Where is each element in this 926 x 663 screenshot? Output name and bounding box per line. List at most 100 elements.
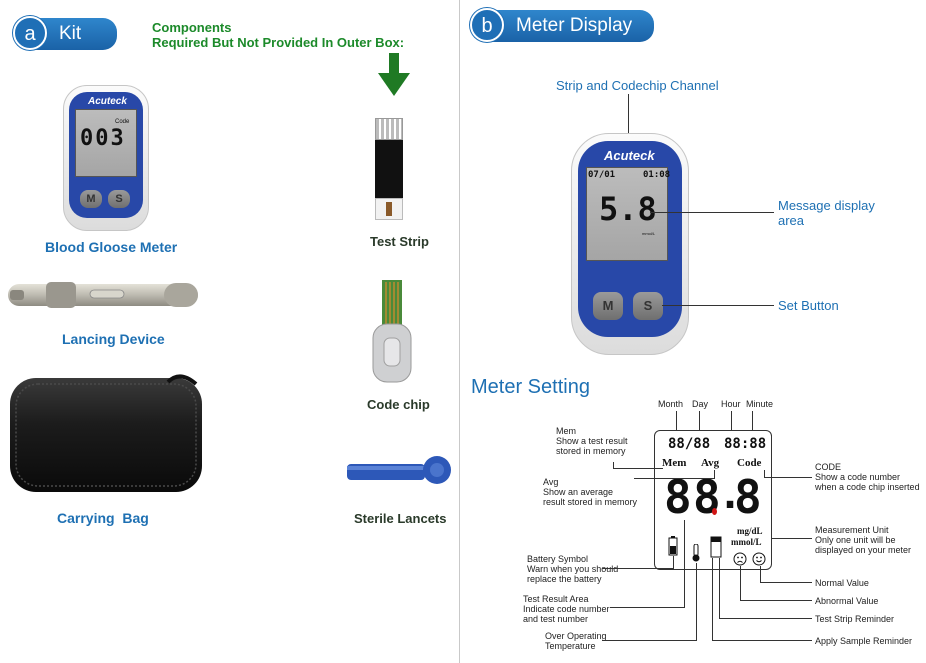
display-brand: Acuteck xyxy=(604,148,655,163)
set-pointer xyxy=(662,305,774,306)
display-s-button: S xyxy=(633,292,663,320)
avg-pointer-h xyxy=(634,478,714,479)
temperature-pointer-v xyxy=(696,563,697,641)
lcd-big-digit-3: 8 xyxy=(734,470,762,524)
lcd-dot: . xyxy=(718,472,743,518)
lancets-caption: Sterile Lancets xyxy=(354,511,447,526)
sample-reminder-pointer-v xyxy=(712,558,713,640)
annotation-temperature-line1: Over Operating xyxy=(545,631,607,641)
annotation-test-result-line1: Indicate code number xyxy=(523,604,610,614)
annotation-code-line2: when a code chip inserted xyxy=(815,482,920,492)
annotation-strip-reminder: Test Strip Reminder xyxy=(815,614,895,624)
unit-pointer xyxy=(772,538,812,539)
annotation-battery: Battery Symbol Warn when you should repl… xyxy=(527,554,618,584)
lcd-unit-mg: mg/dL xyxy=(737,526,763,536)
code-pointer-v xyxy=(764,470,765,478)
message-pointer xyxy=(650,212,774,213)
bag-caption: Carrying Bag xyxy=(57,510,149,526)
label-minute: Minute xyxy=(746,399,774,409)
label-month: Month xyxy=(658,399,684,409)
code-chip-caption: Code chip xyxy=(367,397,430,412)
lcd-date: 88/88 xyxy=(668,436,711,452)
annotation-mem: Mem Show a test result stored in memory xyxy=(556,426,628,456)
minute-pointer xyxy=(752,411,753,437)
kit-header: a Kit xyxy=(13,16,117,52)
label-day: Day xyxy=(692,399,709,409)
annotation-avg-title: Avg xyxy=(543,477,559,487)
kit-badge: a xyxy=(13,16,47,50)
annotation-test-result-title: Test Result Area xyxy=(523,594,589,604)
display-time: 01:08 xyxy=(643,170,671,180)
thermometer-icon xyxy=(692,544,700,562)
display-badge: b xyxy=(470,8,504,42)
annotation-unit: Measurement Unit Only one unit will be d… xyxy=(815,525,911,555)
annotation-code-line1: Show a code number xyxy=(815,472,901,482)
display-reading: 5.8 xyxy=(599,190,657,228)
lcd-code: Code xyxy=(737,457,762,469)
abnormal-pointer-v xyxy=(740,566,741,600)
normal-pointer-h xyxy=(760,582,812,583)
sad-face-icon xyxy=(733,552,747,566)
strip-reminder-pointer-h xyxy=(719,618,812,619)
annotation-unit-line2: displayed on your meter xyxy=(815,545,912,555)
annotation-mem-line2: stored in memory xyxy=(556,446,626,456)
annotation-mem-title: Mem xyxy=(556,426,576,436)
display-unit: mmol/L xyxy=(642,231,656,236)
annotation-mem-line1: Show a test result xyxy=(556,436,628,446)
abnormal-pointer-h xyxy=(740,600,812,601)
kit-meter-caption: Blood Gloose Meter xyxy=(45,239,178,255)
annotation-code-title: CODE xyxy=(815,462,842,472)
hour-pointer xyxy=(731,411,732,437)
annotation-temperature: Over Operating Temperature xyxy=(545,631,607,651)
message-line1: Message display xyxy=(778,198,875,213)
carrying-bag-image xyxy=(10,374,202,492)
avg-pointer-v xyxy=(714,470,715,479)
code-chip-image xyxy=(372,280,412,383)
annotation-test-result-line2: and test number xyxy=(523,614,589,624)
components-line2: Required But Not Provided In Outer Box: xyxy=(152,35,405,50)
happy-face-icon xyxy=(752,552,766,566)
annotation-sample-reminder: Apply Sample Reminder xyxy=(815,636,913,646)
display-m-button: M xyxy=(593,292,623,320)
annotation-battery-line2: replace the battery xyxy=(527,574,602,584)
annotation-abnormal: Abnormal Value xyxy=(815,596,879,606)
message-line2: area xyxy=(778,213,805,228)
kit-meter-digits: 003 xyxy=(80,126,126,151)
components-line1: Components xyxy=(152,20,232,35)
channel-pointer xyxy=(628,94,629,134)
temperature-pointer-h xyxy=(602,640,696,641)
section-divider xyxy=(459,0,460,663)
setting-title: Meter Setting xyxy=(471,376,590,398)
kit-meter-brand: Acuteck xyxy=(88,96,127,107)
test-strip-caption: Test Strip xyxy=(370,234,429,249)
down-arrow-icon xyxy=(378,53,410,96)
mem-pointer-v xyxy=(613,462,614,468)
lancing-caption: Lancing Device xyxy=(62,331,165,347)
battery-pointer-v xyxy=(673,556,674,569)
code-pointer-h xyxy=(764,477,812,478)
lcd-big-digit-2: 8 xyxy=(693,470,721,524)
test-strip-reminder-icon xyxy=(710,536,722,558)
battery-pointer-h xyxy=(602,568,674,569)
annotation-avg: Avg Show an average result stored in mem… xyxy=(543,477,637,507)
message-label: Message display area xyxy=(778,198,875,228)
test-result-pointer-h xyxy=(610,607,684,608)
lancing-device-image xyxy=(8,282,198,308)
sample-reminder-pointer-h xyxy=(712,640,812,641)
annotation-avg-line1: Show an average xyxy=(543,487,614,497)
month-pointer xyxy=(676,411,677,437)
blood-drop-icon xyxy=(712,508,717,515)
lcd-big-digit-1: 8 xyxy=(664,470,692,524)
display-date: 07/01 xyxy=(588,170,616,180)
battery-icon xyxy=(668,536,678,556)
annotation-temperature-line2: Temperature xyxy=(545,641,596,651)
components-heading: Components Required But Not Provided In … xyxy=(152,20,404,50)
day-pointer xyxy=(699,411,700,437)
annotation-battery-title: Battery Symbol xyxy=(527,554,589,564)
annotation-battery-line1: Warn when you should xyxy=(527,564,619,574)
lancets-image xyxy=(347,456,451,484)
lcd-unit-mmol: mmol/L xyxy=(731,537,762,547)
display-header: b Meter Display xyxy=(470,8,654,44)
kit-meter-m-button: M xyxy=(80,190,102,208)
kit-meter-s-button: S xyxy=(108,190,130,208)
